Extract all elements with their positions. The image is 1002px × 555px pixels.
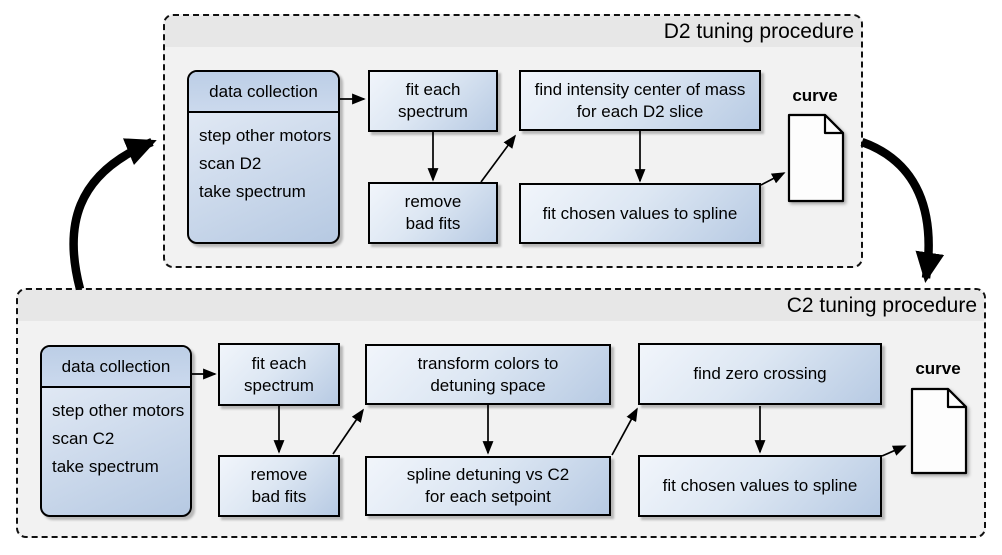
- c2-fit-each-spectrum-box: fit each spectrum: [218, 343, 340, 406]
- d2-find-com-line2: for each D2 slice: [576, 101, 704, 121]
- d2-procedure-title: D2 tuning procedure: [663, 20, 854, 43]
- c2-remove-line1: remove: [250, 465, 308, 484]
- d2-curve-label: curve: [792, 86, 838, 105]
- c2-remove-line2: bad fits: [251, 487, 307, 506]
- c2-curve-document-icon: [910, 387, 968, 475]
- d2-fit-spline-line1: fit chosen values to spline: [542, 203, 738, 223]
- c2-fit-each-line2: spectrum: [244, 375, 314, 395]
- c2-transform-line2: detuning space: [430, 375, 546, 395]
- c2-curve-label: curve: [915, 359, 961, 378]
- c2-dc-step-2: scan C2: [52, 429, 115, 448]
- c2-find-zero-crossing-box: find zero crossing: [638, 343, 882, 405]
- c2-fit-spline-line1: fit chosen values to spline: [662, 476, 858, 495]
- c2-transform-colors-box: transform colors to detuning space: [365, 344, 611, 405]
- c2-dc-step-3: take spectrum: [52, 457, 159, 476]
- d2-data-collection-header: data collection: [189, 72, 338, 113]
- c2-data-collection-steps: step other motors scan C2 take spectrum: [42, 388, 190, 481]
- d2-dc-step-2: scan D2: [199, 154, 262, 173]
- c2-dc-step-1: step other motors: [52, 401, 185, 420]
- c2-transform-line1: transform colors to: [417, 353, 559, 373]
- c2-fit-spline-box: fit chosen values to spline: [638, 455, 882, 517]
- c2-find-zero-line1: find zero crossing: [693, 364, 827, 383]
- c2-spline-detuning-line2: for each setpoint: [425, 487, 551, 506]
- c2-spline-detuning-box: spline detuning vs C2 for each setpoint: [365, 456, 611, 516]
- d2-data-collection-box: data collection step other motors scan D…: [187, 70, 340, 244]
- c2-procedure-title: C2 tuning procedure: [786, 294, 977, 317]
- d2-fit-each-line2: spectrum: [398, 102, 468, 121]
- c2-spline-detuning-line1: spline detuning vs C2: [406, 465, 570, 484]
- c2-data-collection-header: data collection: [42, 347, 190, 388]
- d2-data-collection-steps: step other motors scan D2 take spectrum: [189, 113, 338, 206]
- d2-find-center-of-mass-box: find intensity center of mass for each D…: [519, 70, 761, 131]
- d2-dc-step-1: step other motors: [199, 126, 332, 145]
- loop-arrow-c2-to-d2: [69, 138, 157, 291]
- c2-fit-each-line1: fit each: [251, 353, 307, 373]
- d2-fit-spline-box: fit chosen values to spline: [519, 183, 761, 244]
- d2-fit-each-spectrum-box: fit each spectrum: [368, 70, 498, 132]
- d2-fit-each-line1: fit each: [405, 80, 461, 99]
- d2-dc-step-3: take spectrum: [199, 182, 306, 201]
- d2-remove-line1: remove: [404, 192, 462, 211]
- d2-curve-document-icon: [787, 113, 845, 203]
- c2-remove-bad-fits-box: remove bad fits: [218, 455, 340, 517]
- c2-title-band: [18, 290, 984, 321]
- d2-remove-bad-fits-box: remove bad fits: [368, 182, 498, 244]
- d2-remove-line2: bad fits: [405, 214, 461, 233]
- d2-find-com-line1: find intensity center of mass: [534, 79, 746, 99]
- d2-title-band: [165, 16, 861, 47]
- c2-data-collection-box: data collection step other motors scan C…: [40, 345, 192, 517]
- loop-arrow-d2-to-c2: [860, 137, 945, 284]
